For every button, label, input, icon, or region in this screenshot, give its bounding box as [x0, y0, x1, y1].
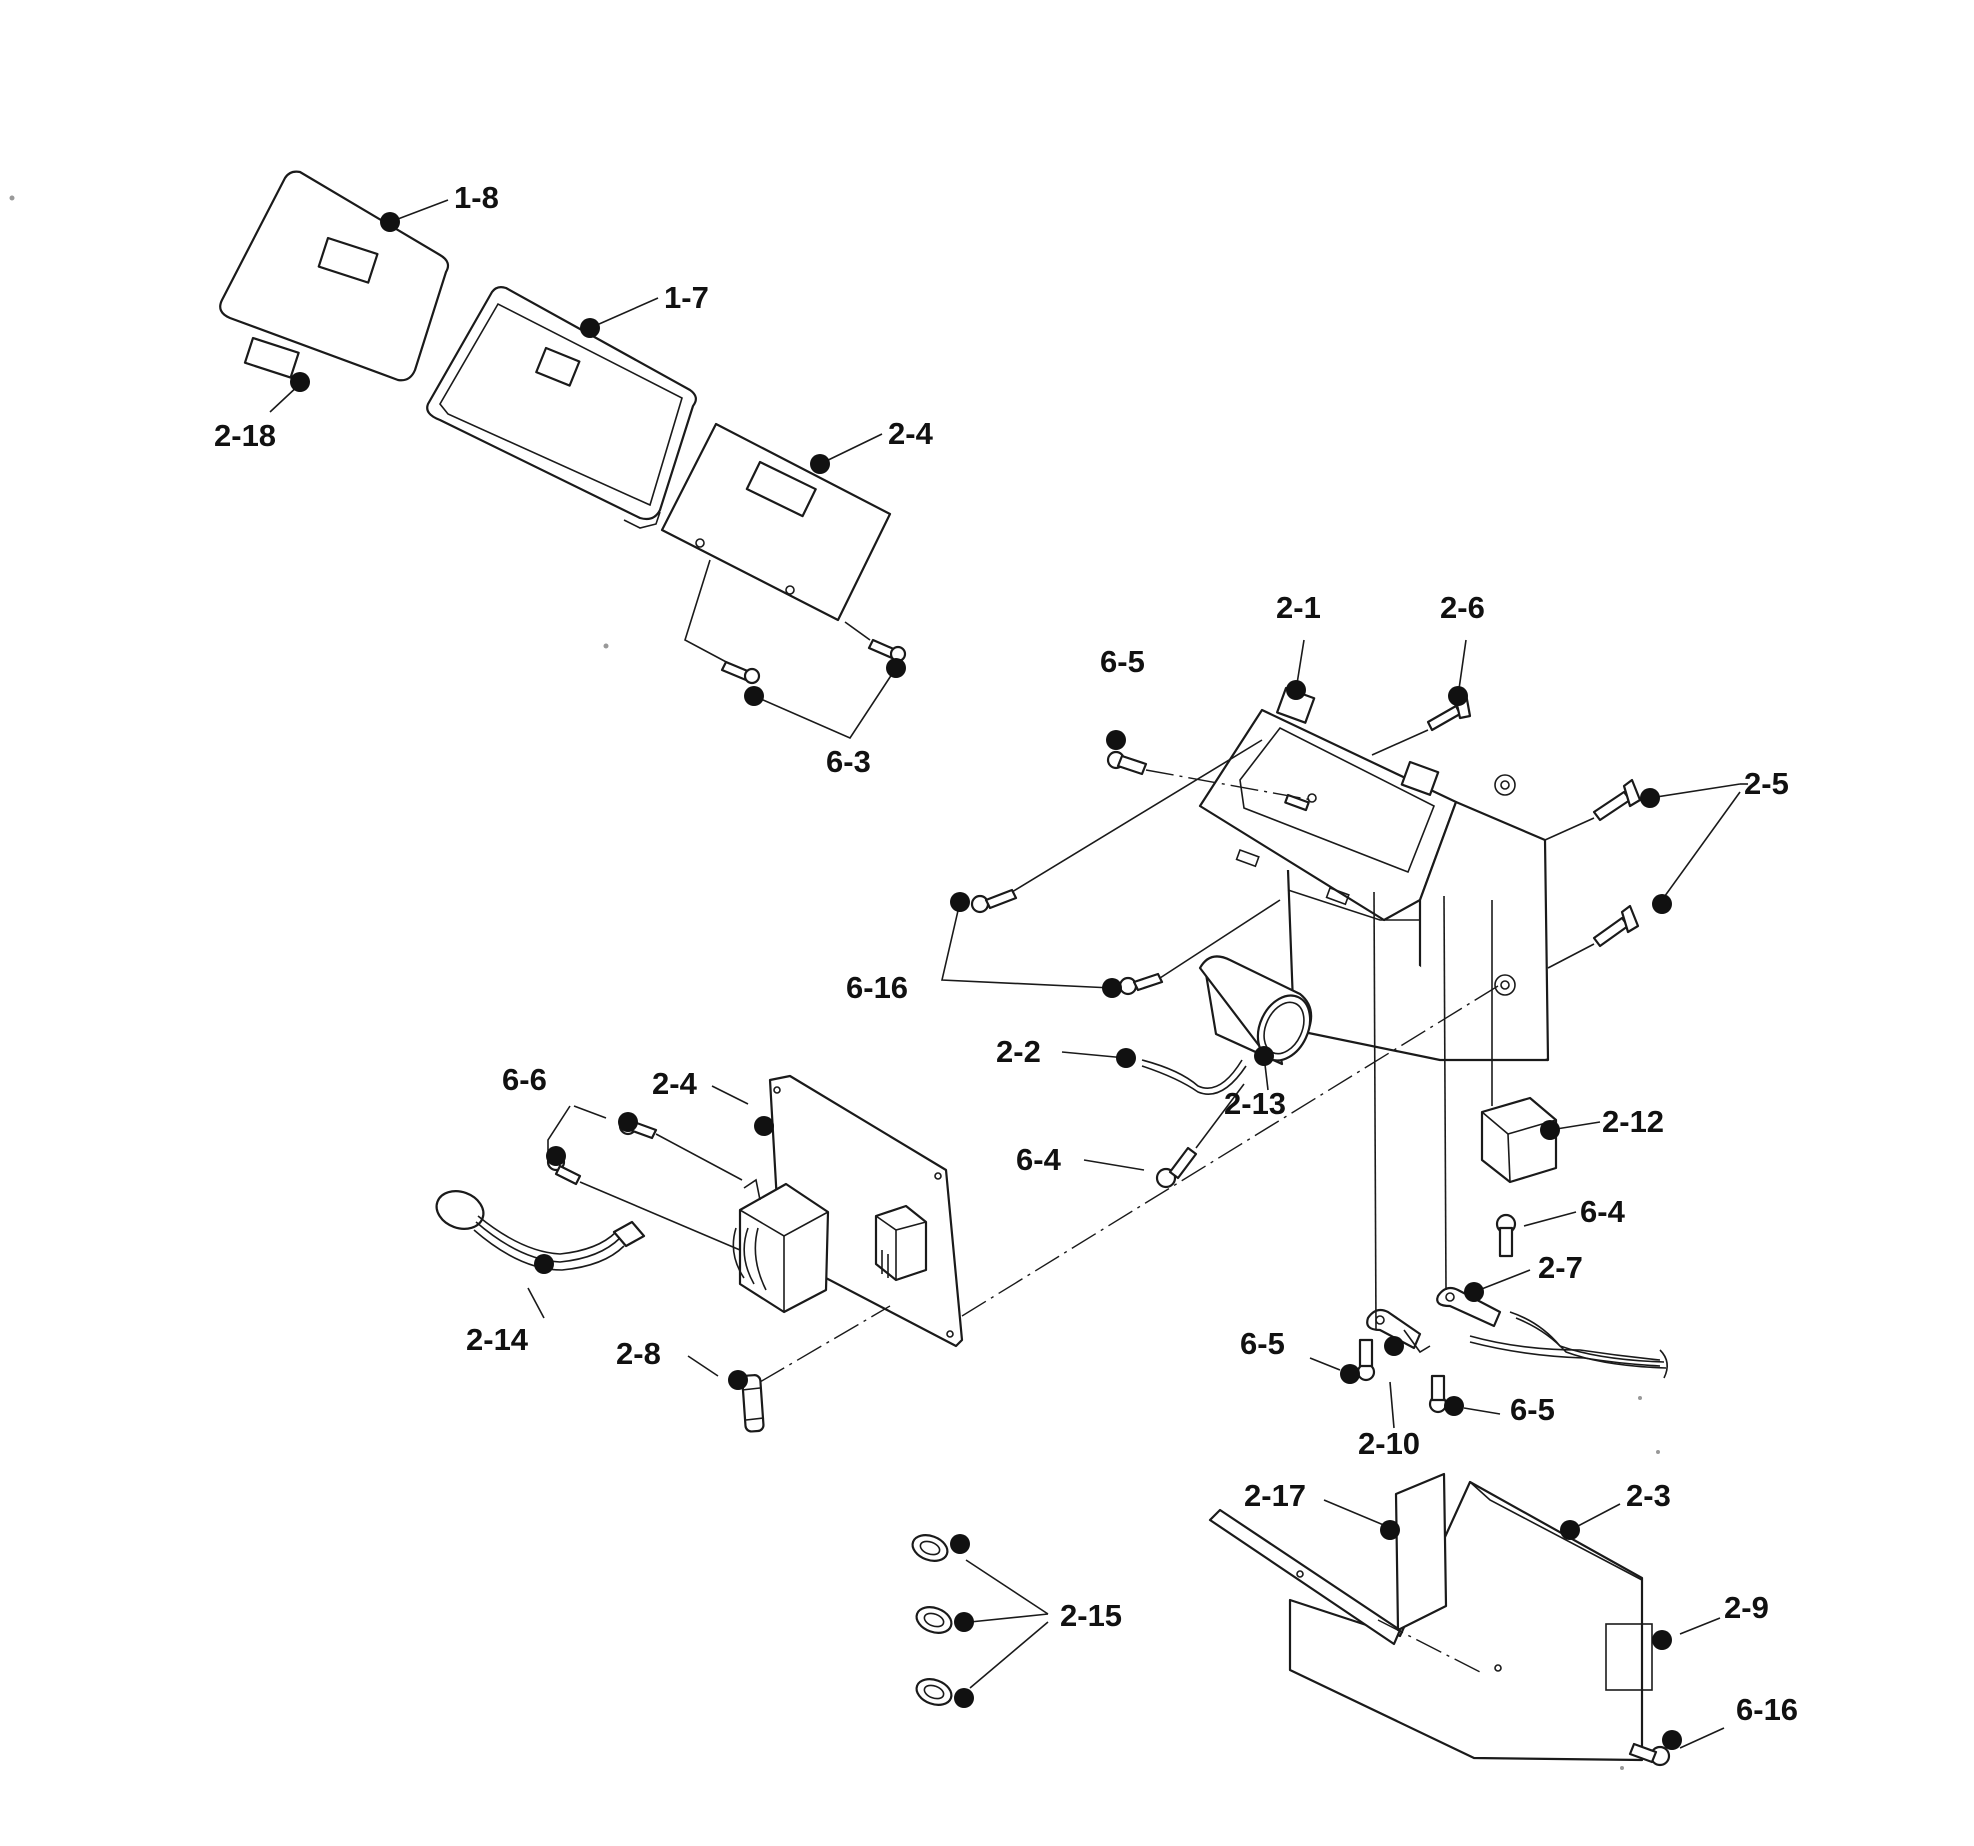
part-2-8-fuse	[741, 1374, 765, 1433]
callout-labels: 1-8 1-7 2-18 2-4 6-3 2-1 2-6 6-5 2-5 6-1…	[214, 180, 1798, 1727]
callout-2-4-board: 2-4	[652, 1066, 698, 1101]
callout-6-4-right: 6-4	[1580, 1194, 1626, 1229]
callout-6-5-lower-left: 6-5	[1240, 1326, 1285, 1361]
part-2-5-fasteners	[1544, 778, 1642, 969]
part-2-18-label	[243, 336, 300, 379]
callout-6-4-mid: 6-4	[1016, 1142, 1062, 1177]
callout-6-3: 6-3	[826, 744, 871, 779]
callout-2-6: 2-6	[1440, 590, 1485, 625]
callout-6-6: 6-6	[502, 1062, 547, 1097]
callout-2-13: 2-13	[1224, 1086, 1286, 1121]
part-6-5-top-screw	[1106, 750, 1313, 801]
part-2-7-wire-harness	[1436, 895, 1668, 1379]
callout-leaders	[269, 199, 1748, 1749]
callout-6-5-top: 6-5	[1100, 644, 1145, 679]
part-6-16-bottom-screw	[1628, 1742, 1671, 1767]
callout-6-16-bottom: 6-16	[1736, 1692, 1798, 1727]
part-6-16-left-screws	[970, 739, 1281, 996]
part-2-2-lead-wire	[1141, 1059, 1247, 1095]
part-2-14-wire-harness	[435, 1190, 646, 1271]
callout-2-10: 2-10	[1358, 1426, 1420, 1461]
callout-6-16-left: 6-16	[846, 970, 908, 1005]
callout-2-17: 2-17	[1244, 1478, 1306, 1513]
part-6-5-lower-screws	[1356, 1338, 1448, 1414]
part-2-3-shroud-box	[1208, 1480, 1644, 1762]
part-2-12-relay	[1480, 900, 1558, 1184]
callout-1-8: 1-8	[454, 180, 499, 215]
assembly-guide-lines	[759, 985, 1629, 1747]
callout-2-2: 2-2	[996, 1034, 1041, 1069]
callout-2-15: 2-15	[1060, 1598, 1122, 1633]
callout-2-3: 2-3	[1626, 1478, 1671, 1513]
callout-2-9: 2-9	[1724, 1590, 1769, 1625]
part-2-9-label	[1605, 1623, 1653, 1691]
scan-specks	[9, 195, 1660, 1770]
callout-2-18: 2-18	[214, 418, 276, 453]
part-2-4-top-panel-plate	[660, 422, 892, 622]
callout-2-14: 2-14	[466, 1322, 529, 1357]
part-2-4-circuit-board	[732, 1074, 964, 1348]
part-6-3-screws	[684, 559, 907, 685]
part-2-17-insulation-sheet	[1394, 1472, 1448, 1632]
callout-2-12: 2-12	[1602, 1104, 1664, 1139]
part-2-13-capacitor	[1198, 955, 1313, 1066]
callout-6-5-lower-right: 6-5	[1510, 1392, 1555, 1427]
callout-1-7: 1-7	[664, 280, 709, 315]
part-2-1-control-box-housing	[1198, 686, 1550, 1062]
callout-2-8: 2-8	[616, 1336, 661, 1371]
callout-2-4-top: 2-4	[888, 416, 934, 451]
callout-dots	[290, 212, 1682, 1750]
callout-2-5: 2-5	[1744, 766, 1789, 801]
part-2-15-clamps	[911, 1534, 953, 1706]
part-6-6-screws	[546, 1116, 743, 1251]
part-2-10-ground-terminal	[1366, 891, 1431, 1354]
callout-2-7: 2-7	[1538, 1250, 1583, 1285]
part-1-8-cover-panel	[219, 170, 450, 382]
callout-2-1: 2-1	[1276, 590, 1321, 625]
part-6-4-right-screw	[1495, 1213, 1517, 1258]
part-6-4-mid-screw	[1155, 1083, 1245, 1189]
part-1-7-bezel-frame	[426, 286, 697, 529]
